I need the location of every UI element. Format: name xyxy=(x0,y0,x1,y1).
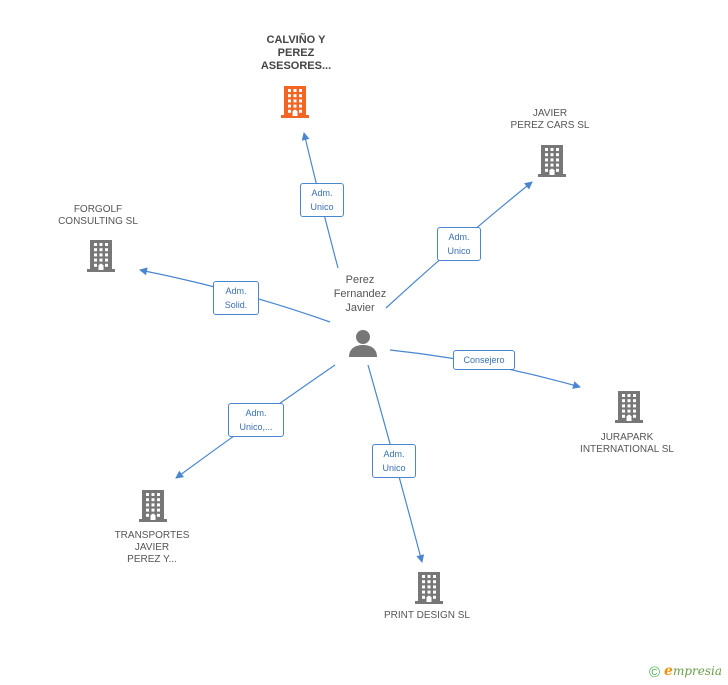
building-icon[interactable] xyxy=(414,570,444,609)
center-name-line-3: Javier xyxy=(345,302,375,314)
edge-label-line: Consejero xyxy=(463,355,505,365)
edge-label-line: Unico xyxy=(447,246,471,256)
node-label-line: INTERNATIONAL SL xyxy=(580,444,674,455)
edge-label-jurapark[interactable]: Consejero xyxy=(453,350,515,370)
node-label-line: PEREZ xyxy=(277,47,315,59)
edge-label-line: Adm. xyxy=(245,408,267,418)
node-label-line: ASESORES... xyxy=(260,60,332,72)
edge-label-line: Unico xyxy=(310,202,334,212)
edge-label-line: Unico xyxy=(382,463,406,473)
node-label-line: PEREZ CARS SL xyxy=(510,120,590,131)
node-label-line: JAVIER xyxy=(532,108,568,119)
node-label-transportes[interactable]: TRANSPORTES JAVIER PEREZ Y... xyxy=(102,530,202,566)
building-icon[interactable] xyxy=(280,84,310,123)
edge-label-line: Adm. xyxy=(311,188,333,198)
edge-label-calvino[interactable]: Adm. Unico xyxy=(300,183,344,217)
copyright-icon: © xyxy=(648,664,661,681)
node-label-line: PRINT DESIGN SL xyxy=(384,610,470,621)
node-label-calvino[interactable]: CALVIÑO Y PEREZ ASESORES... xyxy=(246,34,346,73)
building-icon[interactable] xyxy=(614,389,644,428)
edge-label-line: Unico,... xyxy=(239,422,273,432)
footer-brand: ©empresia xyxy=(649,663,722,681)
node-label-jurapark[interactable]: JURAPARK INTERNATIONAL SL xyxy=(567,432,687,456)
brand-initial: e xyxy=(664,663,673,679)
building-icon[interactable] xyxy=(86,238,116,277)
center-name-line-1: Perez xyxy=(345,274,375,286)
building-icon[interactable] xyxy=(138,488,168,527)
edge-label-line: Solid. xyxy=(224,300,248,310)
node-label-forgolf[interactable]: FORGOLF CONSULTING SL xyxy=(48,204,148,228)
node-label-line: PEREZ Y... xyxy=(127,554,177,565)
node-label-line: JAVIER xyxy=(134,542,170,553)
edge-label-javier-perez-cars[interactable]: Adm. Unico xyxy=(437,227,481,261)
node-label-line: CALVIÑO Y xyxy=(266,34,326,46)
building-icon[interactable] xyxy=(537,143,567,182)
node-label-line: CONSULTING SL xyxy=(58,216,138,227)
node-label-print-design[interactable]: PRINT DESIGN SL xyxy=(377,610,477,622)
edge-label-line: Adm. xyxy=(383,449,405,459)
center-name-line-2: Fernandez xyxy=(333,288,387,300)
edge-label-forgolf[interactable]: Adm. Solid. xyxy=(213,281,259,315)
node-label-line: TRANSPORTES xyxy=(114,530,190,541)
node-label-javier-perez-cars[interactable]: JAVIER PEREZ CARS SL xyxy=(500,108,600,132)
node-label-line: FORGOLF xyxy=(73,204,123,215)
edge-label-transportes[interactable]: Adm. Unico,... xyxy=(228,403,284,437)
center-person-name[interactable]: Perez Fernandez Javier xyxy=(320,273,400,315)
edge-label-print-design[interactable]: Adm. Unico xyxy=(372,444,416,478)
edge-label-line: Adm. xyxy=(225,286,247,296)
node-label-line: JURAPARK xyxy=(600,432,654,443)
person-icon[interactable] xyxy=(348,329,378,362)
brand-name: mpresia xyxy=(672,664,722,678)
edge-label-line: Adm. xyxy=(448,232,470,242)
